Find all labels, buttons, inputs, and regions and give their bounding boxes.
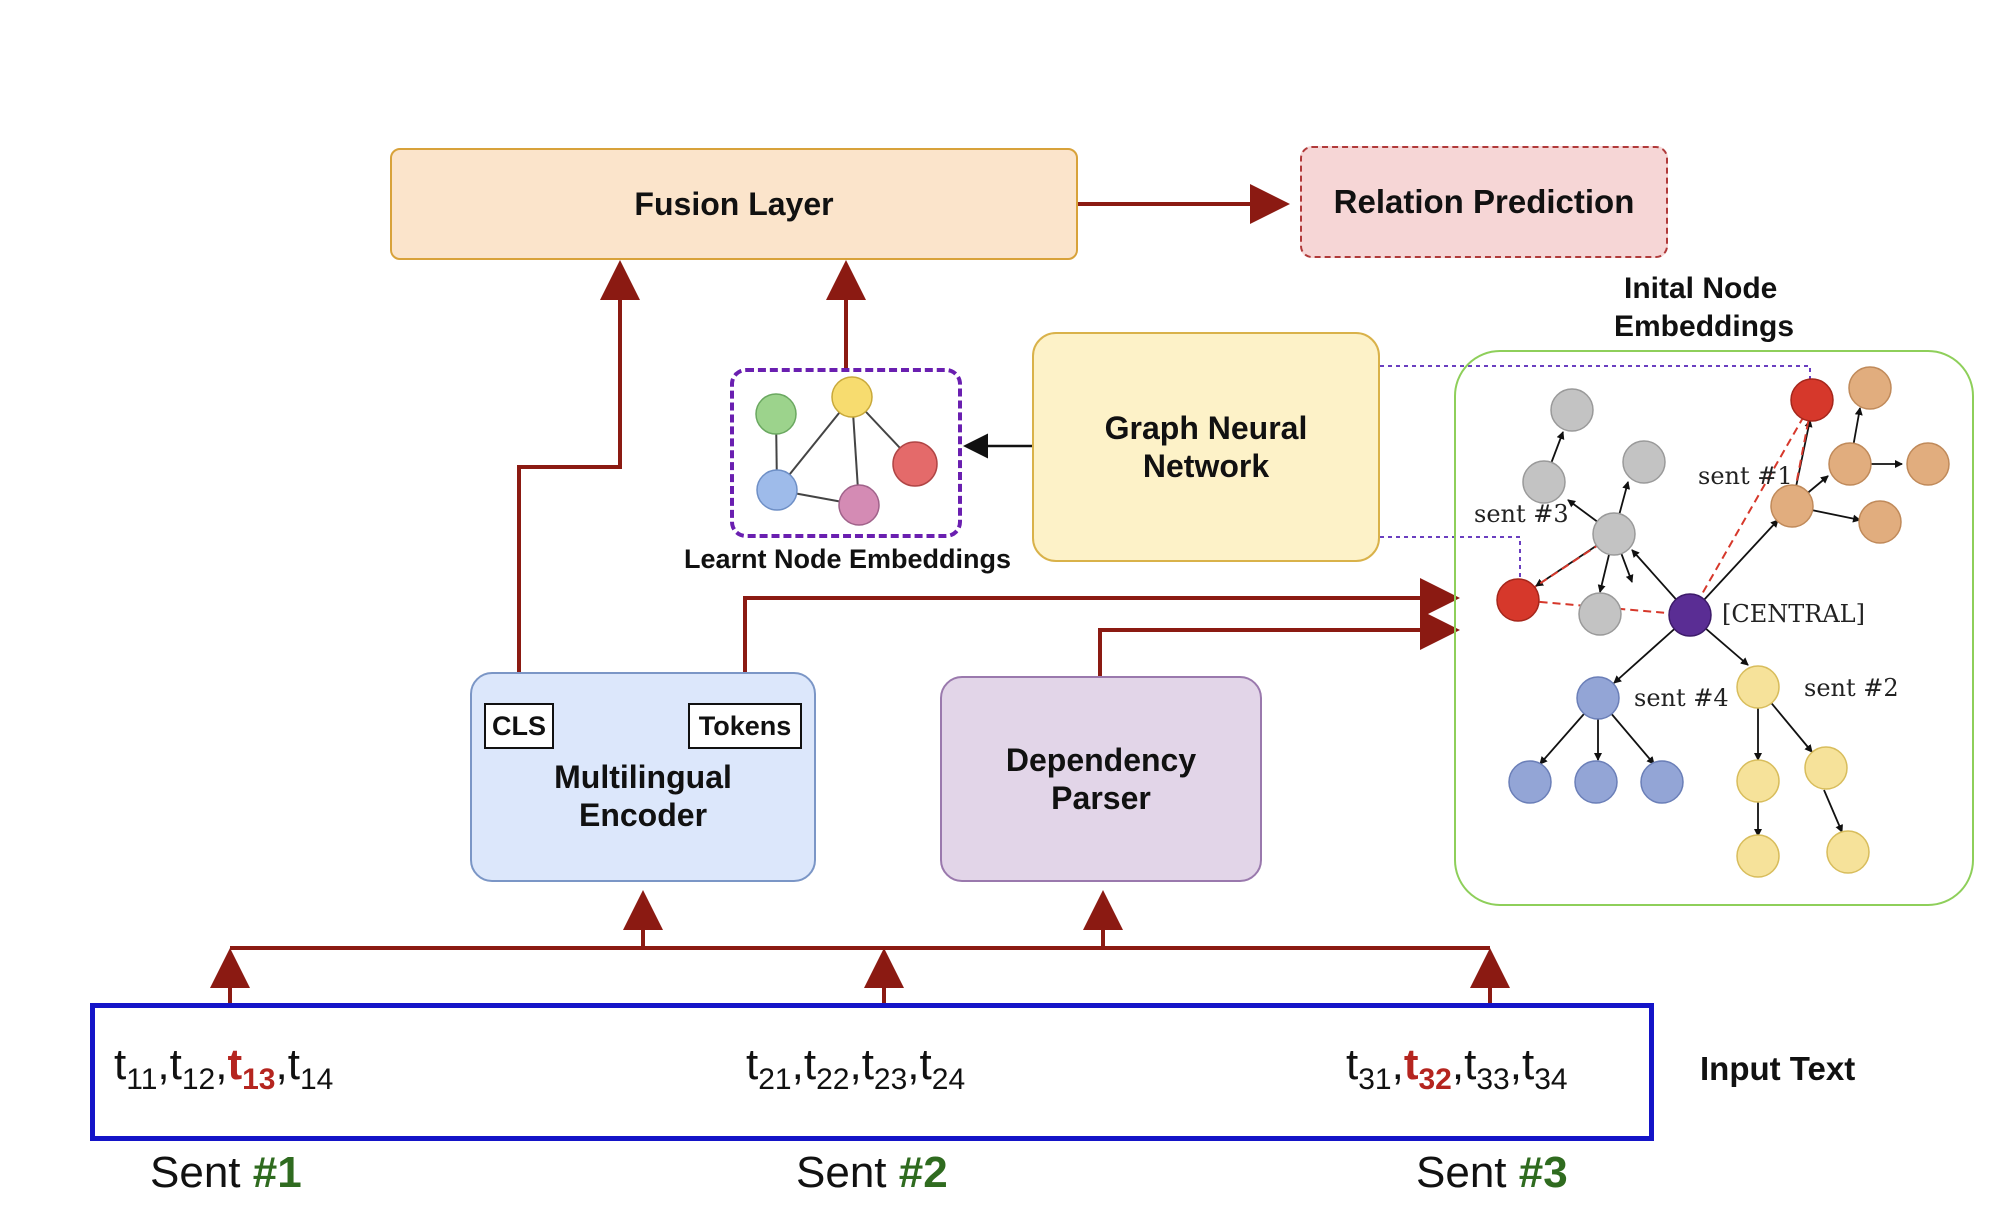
gnn-label-line1: Graph Neural [1104, 409, 1308, 446]
token: t34 [1521, 1040, 1568, 1096]
token: t14 [287, 1040, 334, 1096]
token: t11 [114, 1040, 158, 1096]
token: t31 [1346, 1040, 1392, 1096]
encoder-label-line2: Encoder [578, 797, 708, 833]
gnn-box: Graph Neural Network [1032, 332, 1380, 562]
tokens-sent1: t11,t12,t13,t14 [114, 1040, 334, 1096]
encoder-label-line1: Multilingual [554, 758, 732, 795]
learnt-embeddings-label: Learnt Node Embeddings [684, 544, 1012, 574]
relation-prediction-label: Relation Prediction [1333, 183, 1635, 221]
input-text-label: Input Text [1700, 1050, 1856, 1087]
arrow-parser-to-graph [1098, 610, 1460, 676]
arrow-cls-to-fusion [517, 260, 640, 703]
fusion-layer-label: Fusion Layer [634, 185, 834, 222]
token: t21 [746, 1040, 792, 1096]
token: t24 [919, 1040, 966, 1096]
sentence-label-1: Sent #1 [150, 1148, 302, 1197]
token: t23 [861, 1040, 908, 1096]
initial-embeddings-label-line1: Inital Node [1624, 272, 1778, 305]
sentence-label-3: Sent #3 [1416, 1148, 1568, 1197]
token: t32 [1403, 1040, 1452, 1096]
tokens-sent2: t21,t22,t23,t24 [746, 1040, 966, 1096]
gnn-label-line2: Network [1142, 448, 1270, 484]
cls-tag: CLS [484, 703, 554, 749]
initial-embeddings-panel [1454, 350, 1974, 906]
initial-embeddings-label-line2: Embeddings [1614, 310, 1795, 343]
token: t22 [803, 1040, 850, 1096]
input-text-box [90, 1003, 1654, 1141]
relation-prediction-box: Relation Prediction [1300, 146, 1668, 258]
parser-label-line2: Parser [1051, 780, 1151, 816]
parser-box: Dependency Parser [940, 676, 1262, 882]
sentence-label-2: Sent #2 [796, 1148, 948, 1197]
token: t13 [227, 1040, 276, 1096]
tokens-tag: Tokens [688, 703, 802, 749]
token: t33 [1464, 1040, 1510, 1096]
learnt-embeddings-box [730, 368, 962, 538]
token: t12 [169, 1040, 216, 1096]
tokens-sent3: t31,t32,t33,t34 [1346, 1040, 1568, 1096]
parser-label-line1: Dependency [1005, 741, 1197, 778]
arrow-tokens-to-graph [743, 578, 1460, 703]
fusion-layer-box: Fusion Layer [390, 148, 1078, 260]
